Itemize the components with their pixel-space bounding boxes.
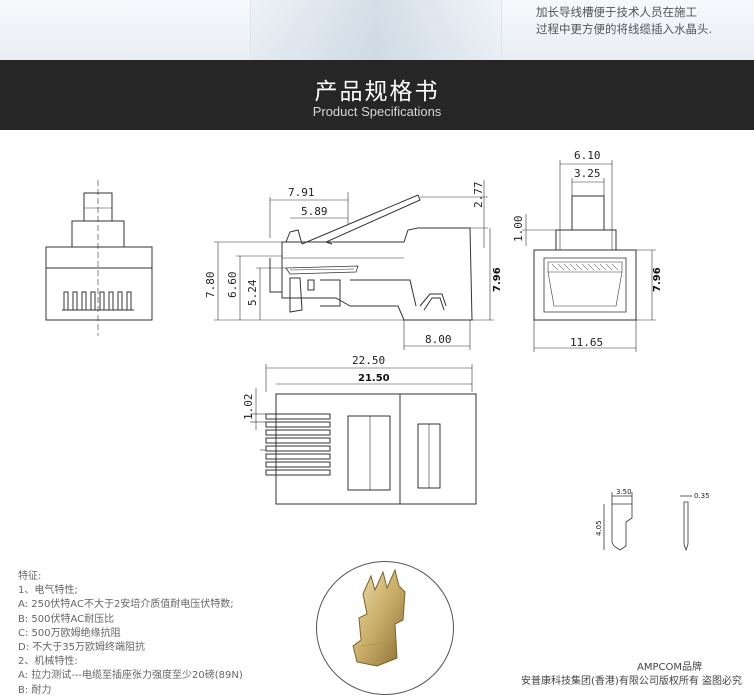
section-banner: 产品规格书 Product Specifications xyxy=(0,60,754,130)
dim-21-50: 21.50 xyxy=(358,373,390,384)
intro-line-1: 加长导线槽便于技术人员在施工 xyxy=(536,5,697,19)
feature-line: D: 不大于35万欧姆终端阻抗 xyxy=(18,642,145,654)
side-view xyxy=(214,180,494,350)
top-photo-strip: 加长导线槽便于技术人员在施工 过程中更方便的将线缆插入水晶头. xyxy=(0,0,754,60)
dim-6-60: 6.60 xyxy=(226,272,239,299)
dim-5-24: 5.24 xyxy=(246,279,259,306)
copyright-block: AMPCOM品牌 安普康科技集团(香港)有限公司版权所有 盗图必究 xyxy=(521,661,742,689)
contact-pin-detail xyxy=(603,492,692,552)
copyright-notice: 安普康科技集团(香港)有限公司版权所有 盗图必究 xyxy=(521,676,742,687)
dim-0-35: 0.35 xyxy=(694,492,710,500)
brand-label: AMPCOM品牌 xyxy=(637,662,702,673)
feature-line: A: 250伏特AC不大于2安培介质值耐电压伏特数; xyxy=(18,599,234,611)
dim-7-96-side: 7.96 xyxy=(492,267,503,292)
dim-1-02: 1.02 xyxy=(242,394,255,421)
intro-line-2: 过程中更方便的将线缆插入水晶头. xyxy=(536,22,713,36)
feature-line: 2、机械特性: xyxy=(18,656,78,668)
dim-5-89: 5.89 xyxy=(301,205,328,218)
dim-2-77: 2.77 xyxy=(472,182,485,209)
feature-line: B: 500伏特AC耐压比 xyxy=(18,613,115,625)
technical-drawing: 7.91 5.89 2.77 7.80 6.60 5.24 8.00 7.96 … xyxy=(45,149,710,552)
dim-7-91: 7.91 xyxy=(288,186,315,199)
top-view xyxy=(250,364,477,505)
dim-4-05: 4.05 xyxy=(595,520,603,536)
dim-22-50: 22.50 xyxy=(352,354,385,367)
features-heading: 特征: xyxy=(18,571,42,582)
front-view xyxy=(522,160,656,352)
dim-7-80: 7.80 xyxy=(204,272,217,299)
feature-line: 1、电气特性; xyxy=(18,585,78,597)
feature-line: A: 拉力测试---电缆至插座张力强度至少20磅(89N) xyxy=(18,670,243,682)
rear-view xyxy=(45,180,153,336)
connector-closeup-photo xyxy=(250,0,502,60)
dim-8-00: 8.00 xyxy=(425,333,452,346)
contact-pin-photo xyxy=(316,561,454,695)
dim-3-25: 3.25 xyxy=(574,167,601,180)
dim-7-96-front: 7.96 xyxy=(652,267,663,292)
feature-line: C: 500万欧姆绝缘抗阻 xyxy=(18,627,121,639)
intro-text: 加长导线槽便于技术人员在施工 过程中更方便的将线缆插入水晶头. xyxy=(536,4,751,38)
gold-contact-pin-image xyxy=(352,568,406,667)
banner-subtitle: Product Specifications xyxy=(312,104,442,119)
features-list: 特征: 1、电气特性; A: 250伏特AC不大于2安培介质值耐电压伏特数; B… xyxy=(18,570,318,698)
dim-6-10: 6.10 xyxy=(574,149,601,162)
dim-1-00: 1.00 xyxy=(512,216,525,243)
dim-11-65: 11.65 xyxy=(570,336,603,349)
dim-3-50: 3.50 xyxy=(616,488,632,496)
banner-title: 产品规格书 xyxy=(314,79,440,105)
feature-line: B: 耐力 xyxy=(18,684,52,696)
